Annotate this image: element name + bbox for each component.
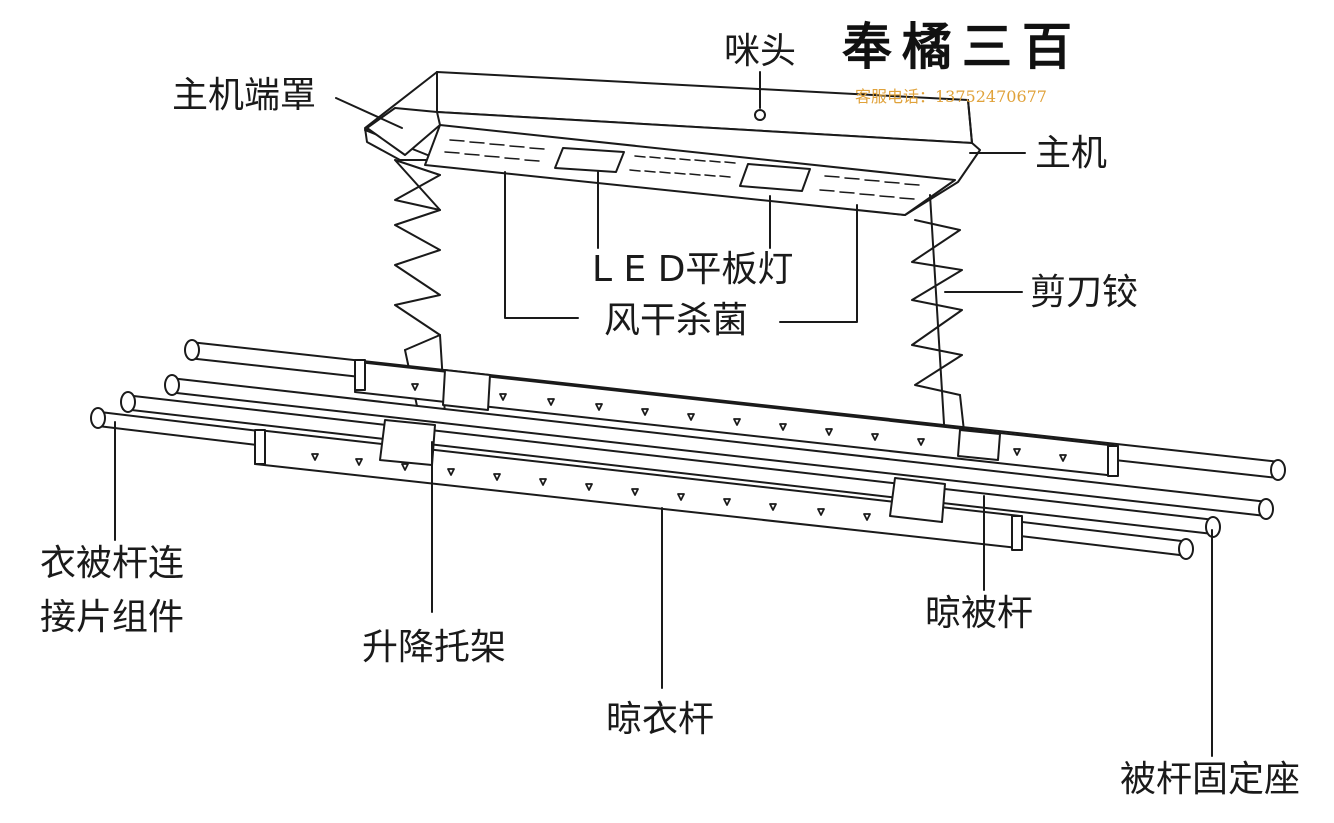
service-phone: 客服电话：13752470677: [855, 87, 1047, 106]
label-host-cover: 主机端罩: [172, 75, 317, 116]
led-panel-left: [554, 147, 625, 173]
label-mic: 咪头: [724, 31, 797, 72]
label-host: 主机: [1035, 133, 1108, 174]
host-unit: [364, 71, 981, 216]
lift-brackets: [379, 369, 1001, 523]
label-quilt-rod-mount: 被杆固定座: [1120, 759, 1301, 800]
rod-end-caps: [90, 339, 1286, 560]
label-air-dry: 风干杀菌: [604, 300, 749, 341]
led-panel-right: [739, 163, 811, 192]
rods: [97, 341, 1281, 557]
brand-logo: 奉橘三百: [842, 17, 1082, 76]
leader-lines: [114, 71, 1213, 757]
label-connector-line1: 衣被杆连: [40, 543, 185, 584]
label-quilt-rod: 晾被杆: [925, 593, 1034, 634]
hooks: [311, 383, 1067, 521]
label-led-light: L E D平板灯: [592, 249, 794, 290]
mic-hole: [754, 109, 766, 121]
label-scissor-hinge: 剪刀铰: [1030, 272, 1139, 313]
leader-airdry-left: [504, 171, 579, 319]
label-clothes-rod: 晾衣杆: [606, 699, 715, 740]
leader-airdry-right: [779, 204, 858, 323]
leader-host-cover: [335, 97, 403, 129]
label-connector-line2: 接片组件: [40, 597, 185, 638]
label-lift-bracket: 升降托架: [362, 627, 507, 668]
scissor-hinge-right: [911, 194, 966, 441]
